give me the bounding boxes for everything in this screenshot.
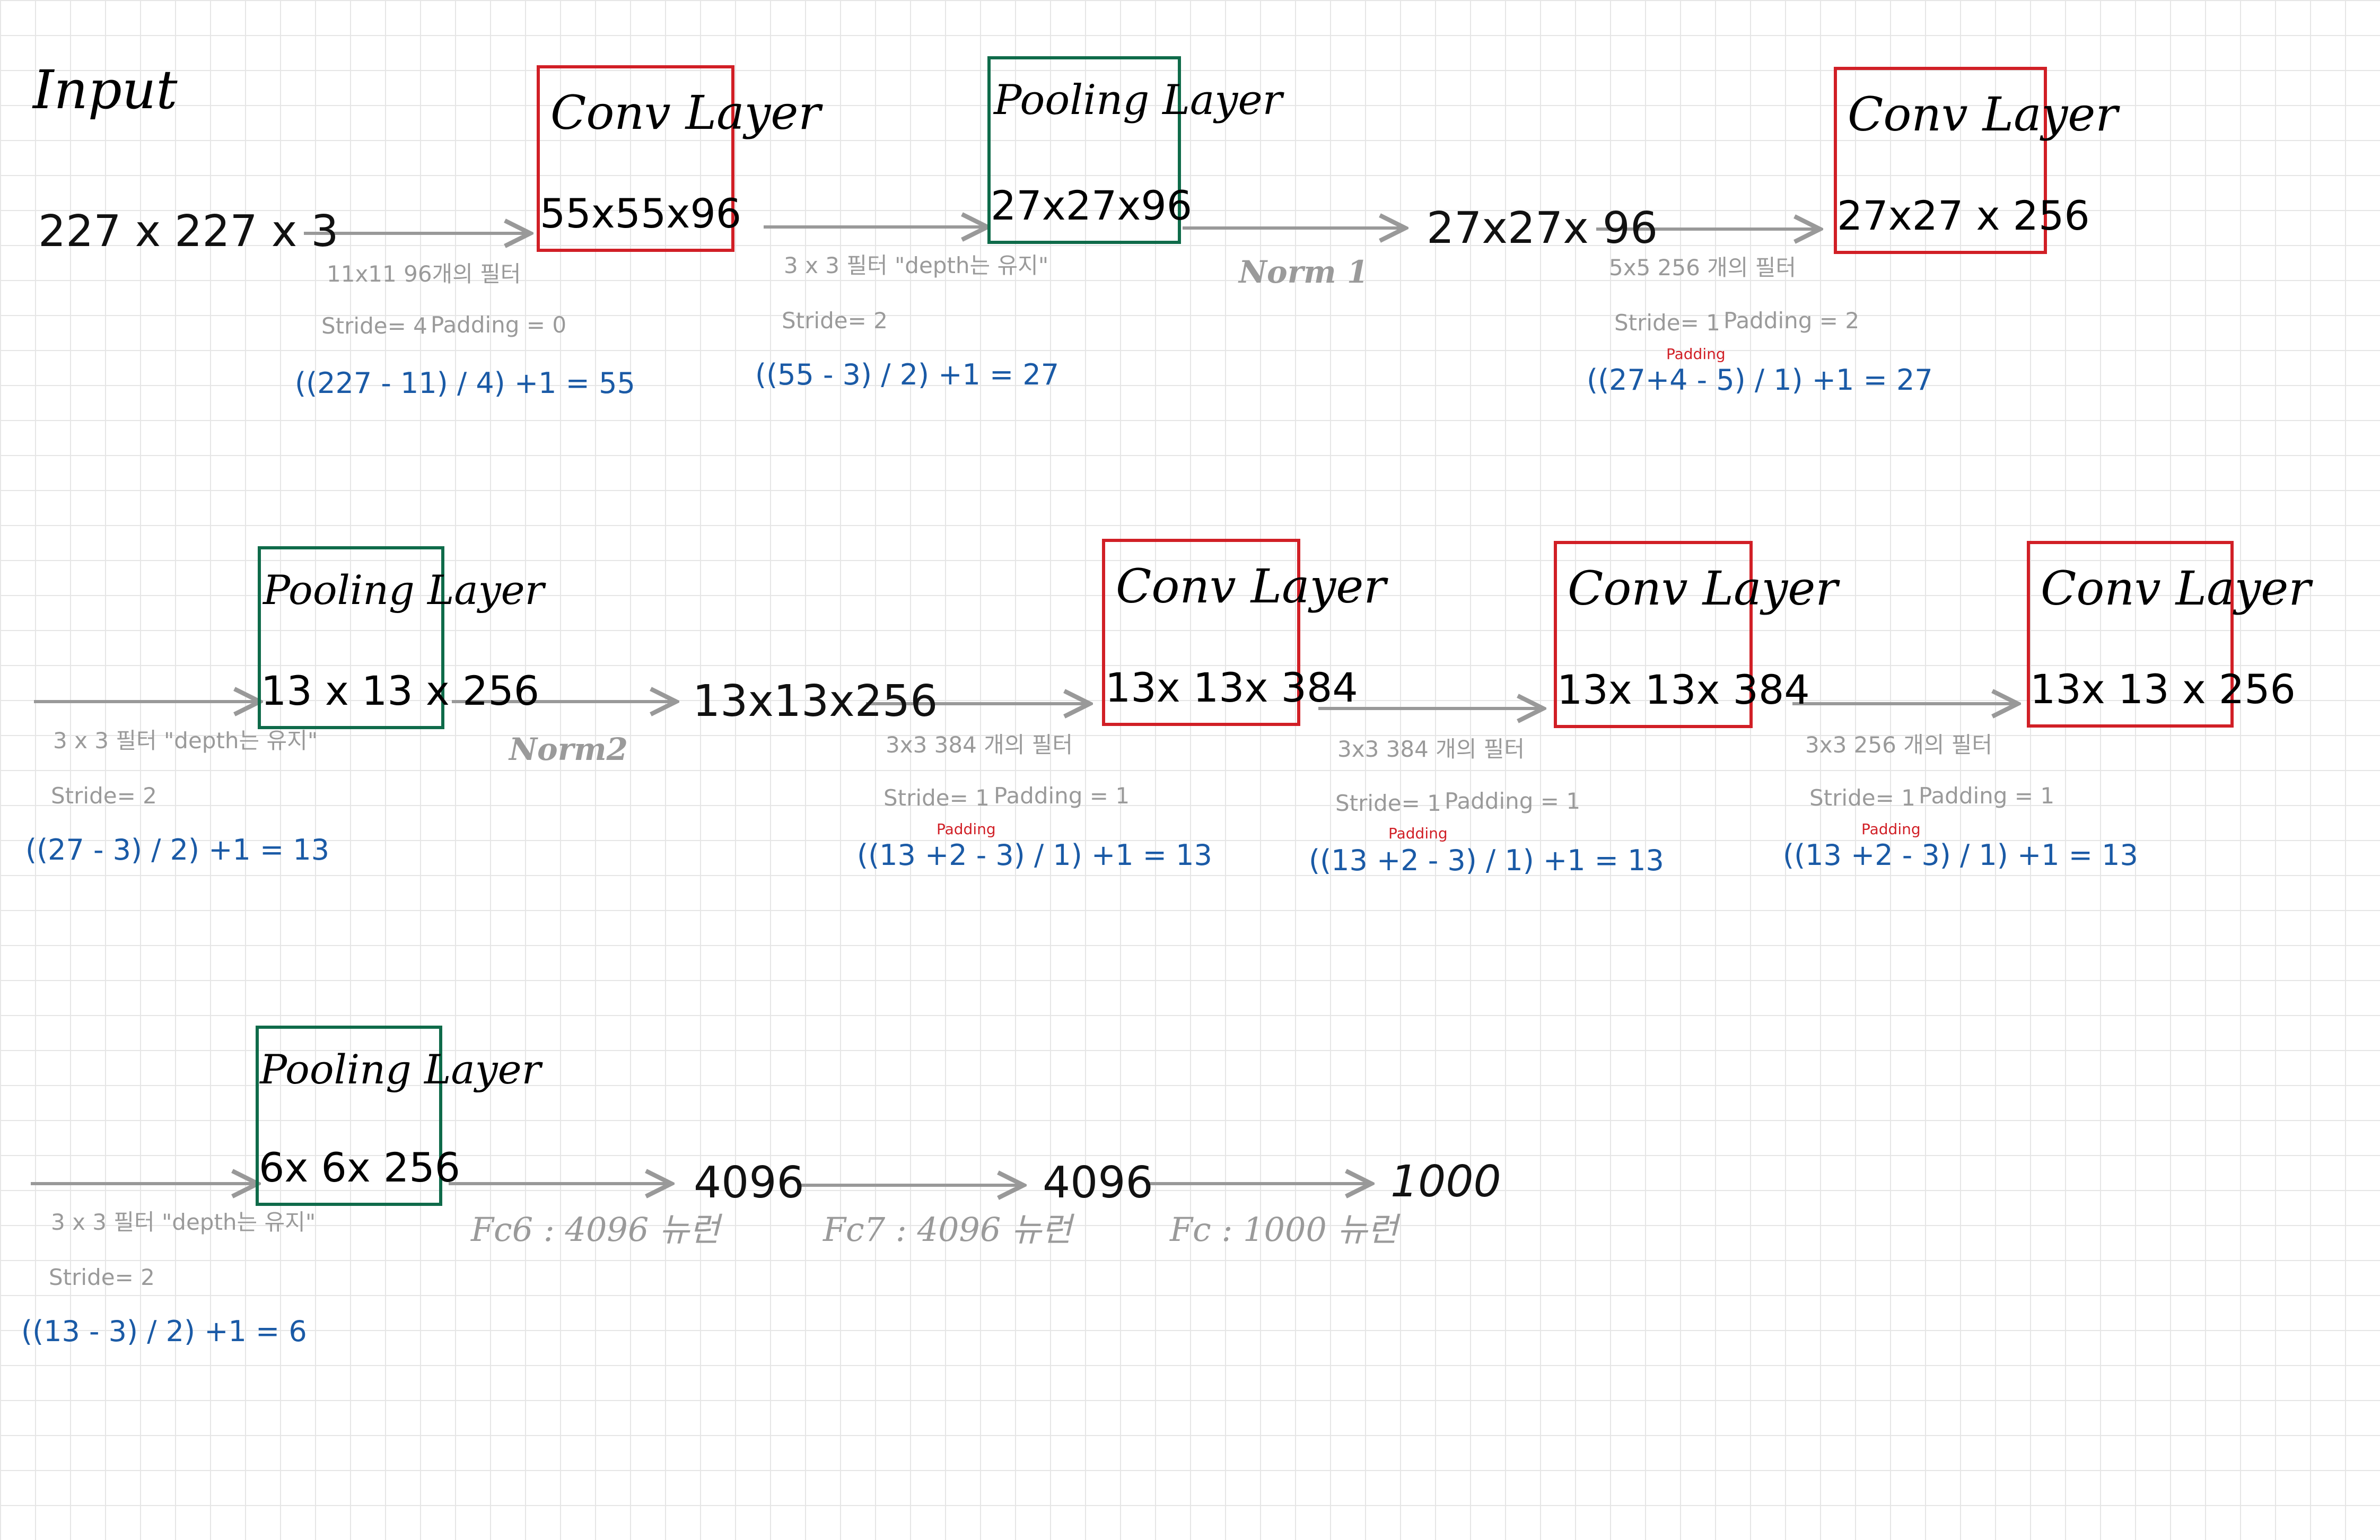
pool1-filter-note: 3 x 3 필터 "depth는 유지" [784,252,1049,278]
fc6-label: Fc6 : 4096 뉴런 [471,1210,720,1249]
pool1-formula: ((55 - 3) / 2) +1 = 27 [755,358,1060,391]
conv1-formula: ((227 - 11) / 4) +1 = 55 [295,366,635,400]
conv-layer-2: Conv Layer 27x27 x 256 [1834,67,2118,254]
norm2-label: Norm2 [509,731,628,767]
conv2-formula: ((27+4 - 5) / 1) +1 = 27 [1587,363,1933,397]
conv-layer-4: Conv Layer 13x 13x 384 [1554,541,1838,728]
pooling-layer-2: Pooling Layer 13 x 13 x 256 [258,546,544,729]
conv5-filter-note: 3x3 256 개의 필터 [1805,732,1993,758]
conv-layer-dims: 55x55x96 [540,190,742,237]
pool3-formula: ((13 - 3) / 2) +1 = 6 [21,1315,307,1348]
conv5-padding-note: Padding = 1 [1919,783,2055,809]
fc8-output: 1000 [1390,1157,1501,1207]
fc7-label: Fc7 : 4096 뉴런 [823,1210,1072,1249]
conv3-formula: ((13 +2 - 3) / 1) +1 = 13 [857,838,1212,872]
fc6-output: 4096 [694,1158,804,1208]
conv2-stride-note: Stride= 1 [1614,310,1720,336]
conv4-filter-note: 3x3 384 개의 필터 [1337,736,1525,762]
conv2-filter-note: 5x5 256 개의 필터 [1609,255,1797,281]
conv-layer-dims: 13x 13x 384 [1105,664,1358,711]
pooling-layer-title: Pooling Layer [994,76,1282,124]
conv4-stride-note: Stride= 1 [1335,790,1441,816]
conv2-padding-tag: Padding [1666,345,1726,363]
pooling-layer-3: Pooling Layer 6x 6x 256 [256,1026,541,1206]
input-dims: 227 x 227 x 3 [38,206,339,257]
conv4-formula: ((13 +2 - 3) / 1) +1 = 13 [1309,844,1664,877]
fc8-label: Fc : 1000 뉴런 [1170,1210,1398,1249]
pooling-layer-title: Pooling Layer [260,1046,541,1093]
conv5-stride-note: Stride= 1 [1809,785,1915,811]
norm1-label: Norm 1 [1239,254,1369,290]
conv3-padding-tag: Padding [937,820,996,838]
conv1-filter-note: 11x11 96개의 필터 [327,261,521,287]
conv5-padding-tag: Padding [1861,820,1921,838]
conv-layer-dims: 13x 13x 384 [1557,666,1810,713]
conv-layer-title: Conv Layer [1116,559,1386,614]
conv3-padding-note: Padding = 1 [994,783,1130,809]
conv-layer-title: Conv Layer [550,85,821,140]
conv4-padding-tag: Padding [1388,825,1448,842]
dims-after-norm2: 13x13x256 [693,676,938,727]
conv-layer-1: Conv Layer 55x55x96 [537,65,820,252]
conv4-padding-note: Padding = 1 [1445,788,1581,814]
pooling-layer-dims: 27x27x96 [991,182,1193,229]
pool2-formula: ((27 - 3) / 2) +1 = 13 [25,833,330,867]
conv-layer-dims: 13x 13 x 256 [2030,666,2296,713]
conv-layer-title: Conv Layer [2041,561,2311,616]
conv-layer-3: Conv Layer 13x 13x 384 [1102,539,1386,726]
conv1-padding-note: Padding = 0 [431,312,567,338]
conv1-stride-note: Stride= 4 [321,313,427,339]
conv3-stride-note: Stride= 1 [883,785,990,811]
input-label: Input [33,59,178,121]
pooling-layer-dims: 13 x 13 x 256 [261,667,540,714]
conv3-filter-note: 3x3 384 개의 필터 [886,732,1073,758]
conv5-formula: ((13 +2 - 3) / 1) +1 = 13 [1783,838,2138,872]
conv2-padding-note: Padding = 2 [1723,308,1860,334]
conv-layer-5: Conv Layer 13x 13 x 256 [2027,541,2311,728]
pool3-stride-note: Stride= 2 [49,1264,155,1290]
pooling-layer-title: Pooling Layer [263,566,544,614]
pooling-layer-dims: 6x 6x 256 [259,1144,461,1191]
conv-layer-title: Conv Layer [1848,87,2118,142]
fc7-output: 4096 [1043,1158,1153,1208]
pool2-filter-note: 3 x 3 필터 "depth는 유지" [53,728,318,754]
conv-layer-title: Conv Layer [1568,561,1838,616]
pool1-stride-note: Stride= 2 [782,308,888,334]
pool2-stride-note: Stride= 2 [51,783,157,809]
conv-layer-dims: 27x27 x 256 [1837,192,2090,239]
pooling-layer-1: Pooling Layer 27x27x96 [987,56,1282,244]
dims-after-norm1: 27x27x 96 [1427,203,1658,253]
pool3-filter-note: 3 x 3 필터 "depth는 유지" [51,1209,316,1235]
